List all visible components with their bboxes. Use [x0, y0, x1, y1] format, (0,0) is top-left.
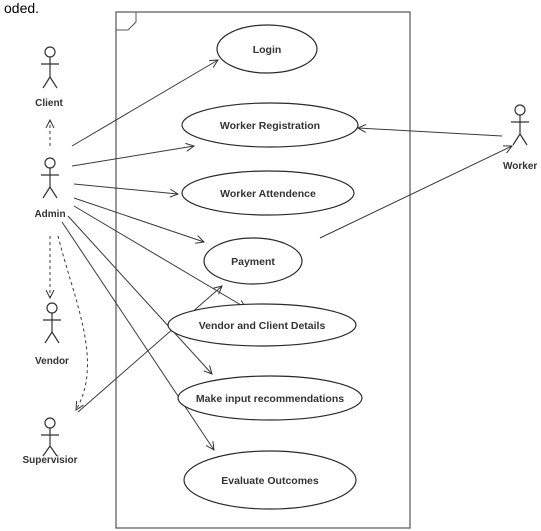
use-case-make-input-recommendations-label: Make input recommendations [196, 393, 344, 405]
actor-supervisor-label: Supervisior [22, 455, 77, 466]
supervisor-payment-association [77, 286, 222, 413]
system-boundary [115, 11, 411, 529]
actor-worker[interactable]: Worker [503, 104, 537, 172]
use-case-vendor-client-details[interactable]: Vendor and Client Details [167, 303, 357, 347]
use-case-make-input-recommendations[interactable]: Make input recommendations [177, 375, 363, 421]
admin-worker-registration-association [71, 146, 194, 167]
associations [61, 60, 512, 450]
admin-stick-figure-icon [41, 157, 59, 199]
admin-evaluate-outcomes-association [61, 221, 214, 450]
actor-supervisor[interactable]: Supervisior [22, 417, 78, 466]
worker-stick-figure-icon [511, 104, 529, 146]
admin-login-association [71, 60, 218, 147]
payment-worker-association [319, 146, 512, 239]
use-case-worker-attendence-label: Worker Attendence [220, 188, 316, 200]
actor-vendor[interactable]: Vendor [35, 302, 69, 367]
admin-make-input-recommendations-association [67, 215, 212, 374]
vendor-stick-figure-icon [43, 302, 61, 344]
use-case-login[interactable]: Login [216, 24, 318, 74]
header-fragment-text: oded. [4, 0, 39, 16]
actor-admin[interactable]: Admin [34, 157, 66, 220]
actor-client[interactable]: Client [35, 46, 64, 109]
actor-worker-label: Worker [503, 161, 537, 172]
use-case-payment-label: Payment [231, 256, 275, 268]
use-case-evaluate-outcomes-label: Evaluate Outcomes [221, 475, 319, 487]
supervisor-stick-figure-icon [41, 417, 59, 457]
client-stick-figure-icon [41, 46, 59, 89]
use-case-worker-registration[interactable]: Worker Registration [181, 102, 359, 148]
use-case-evaluate-outcomes[interactable]: Evaluate Outcomes [183, 450, 357, 510]
dependencies [50, 120, 88, 410]
actor-vendor-label: Vendor [35, 356, 69, 367]
admin-supervisor-dependency [57, 235, 88, 410]
actor-admin-label: Admin [34, 209, 65, 220]
use-case-worker-attendence[interactable]: Worker Attendence [181, 170, 355, 216]
actor-client-label: Client [35, 98, 63, 109]
use-case-worker-registration-label: Worker Registration [220, 120, 320, 132]
use-case-payment[interactable]: Payment [203, 237, 303, 285]
use-case-vendor-client-details-label: Vendor and Client Details [199, 320, 326, 332]
admin-payment-association [73, 197, 204, 242]
worker-worker-registration-association [358, 128, 503, 137]
admin-worker-attendence-association [73, 183, 178, 194]
use-case-login-label: Login [253, 44, 282, 56]
